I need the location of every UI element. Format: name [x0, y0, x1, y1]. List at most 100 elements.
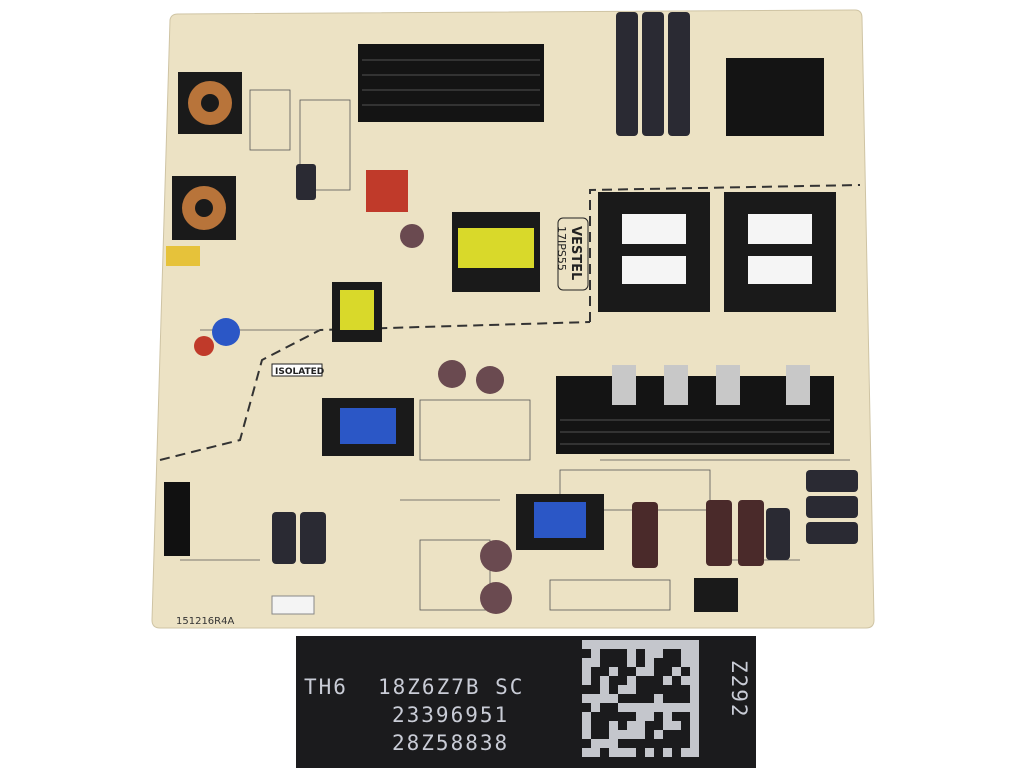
heatsink-right — [726, 58, 824, 136]
datamatrix-cell — [582, 676, 591, 685]
datamatrix-code — [582, 640, 699, 757]
revision-label: 151216R4A — [176, 616, 234, 627]
datamatrix-cell — [681, 748, 690, 757]
model-label: 17IPS55 — [555, 226, 568, 271]
datamatrix-cell — [618, 730, 627, 739]
datamatrix-cell — [663, 721, 672, 730]
datamatrix-cell — [645, 667, 654, 676]
datamatrix-cell — [654, 649, 663, 658]
datamatrix-cell — [600, 676, 609, 685]
datamatrix-cell — [690, 676, 699, 685]
datamatrix-cell — [618, 703, 627, 712]
datamatrix-cell — [582, 721, 591, 730]
datamatrix-cell — [600, 694, 609, 703]
datamatrix-cell — [627, 730, 636, 739]
datamatrix-cell — [609, 748, 618, 757]
datamatrix-cell — [636, 712, 645, 721]
datamatrix-cell — [582, 748, 591, 757]
datamatrix-cell — [627, 721, 636, 730]
connector-white — [271, 595, 315, 615]
datamatrix-cell — [645, 640, 654, 649]
datamatrix-cell — [636, 667, 645, 676]
datamatrix-cell — [636, 721, 645, 730]
datamatrix-cell — [690, 748, 699, 757]
datamatrix-cell — [690, 739, 699, 748]
datamatrix-cell — [618, 748, 627, 757]
datamatrix-cell — [627, 676, 636, 685]
datamatrix-cell — [663, 712, 672, 721]
datamatrix-cell — [681, 658, 690, 667]
blue-capacitor — [212, 318, 240, 346]
datamatrix-cell — [600, 739, 609, 748]
transformer-main — [452, 212, 540, 292]
datamatrix-cell — [582, 658, 591, 667]
datamatrix-cell — [582, 640, 591, 649]
datamatrix-cell — [672, 703, 681, 712]
datamatrix-cell — [591, 748, 600, 757]
connector — [694, 578, 738, 612]
isolation-line — [159, 184, 861, 461]
yellow-capacitor — [166, 246, 200, 266]
datamatrix-cell — [645, 748, 654, 757]
silkscreen-lines — [180, 89, 850, 611]
datamatrix-cell — [600, 640, 609, 649]
datamatrix-cell — [654, 730, 663, 739]
datamatrix-cell — [690, 730, 699, 739]
serial-sticker — [296, 636, 756, 768]
datamatrix-cell — [582, 712, 591, 721]
datamatrix-cell — [681, 676, 690, 685]
barcode-sticker — [164, 482, 190, 556]
sticker-serial-1: 23396951 — [392, 703, 509, 727]
transformer-right — [724, 192, 836, 312]
datamatrix-cell — [591, 739, 600, 748]
pcb-board — [151, 9, 875, 629]
datamatrix-cell — [645, 658, 654, 667]
datamatrix-cell — [600, 685, 609, 694]
datamatrix-cell — [690, 712, 699, 721]
transistors — [612, 365, 810, 405]
datamatrix-cell — [690, 685, 699, 694]
datamatrix-cell — [609, 739, 618, 748]
datamatrix-cell — [627, 658, 636, 667]
datamatrix-cell — [654, 640, 663, 649]
datamatrix-cell — [690, 721, 699, 730]
datamatrix-cell — [591, 703, 600, 712]
datamatrix-cell — [663, 748, 672, 757]
datamatrix-cell — [627, 640, 636, 649]
datamatrix-cell — [690, 658, 699, 667]
datamatrix-cell — [609, 640, 618, 649]
datamatrix-cell — [618, 685, 627, 694]
datamatrix-cell — [690, 667, 699, 676]
datamatrix-cell — [627, 748, 636, 757]
heatsink-top — [358, 44, 544, 122]
datamatrix-cell — [690, 694, 699, 703]
datamatrix-cell — [636, 730, 645, 739]
datamatrix-cell — [663, 703, 672, 712]
datamatrix-cell — [591, 640, 600, 649]
datamatrix-cell — [663, 676, 672, 685]
datamatrix-cell — [663, 640, 672, 649]
sticker-prefix: TH6 — [304, 675, 348, 699]
datamatrix-cell — [654, 703, 663, 712]
sticker-serial-2: 28Z58838 — [392, 731, 509, 755]
brand-label: VESTEL — [568, 226, 583, 280]
datamatrix-cell — [609, 694, 618, 703]
datamatrix-cell — [627, 703, 636, 712]
datamatrix-cell — [645, 703, 654, 712]
datamatrix-cell — [636, 640, 645, 649]
datamatrix-cell — [627, 649, 636, 658]
datamatrix-cell — [591, 658, 600, 667]
datamatrix-cell — [654, 694, 663, 703]
transformer-left — [598, 192, 710, 312]
datamatrix-cell — [690, 649, 699, 658]
datamatrix-cell — [582, 667, 591, 676]
datamatrix-cell — [582, 730, 591, 739]
datamatrix-cell — [618, 640, 627, 649]
datamatrix-cell — [690, 703, 699, 712]
sticker-side-code: Z292 — [727, 660, 751, 719]
datamatrix-cell — [681, 703, 690, 712]
datamatrix-cell — [672, 667, 681, 676]
datamatrix-cell — [681, 649, 690, 658]
electrolytic-capacitors — [272, 12, 858, 614]
